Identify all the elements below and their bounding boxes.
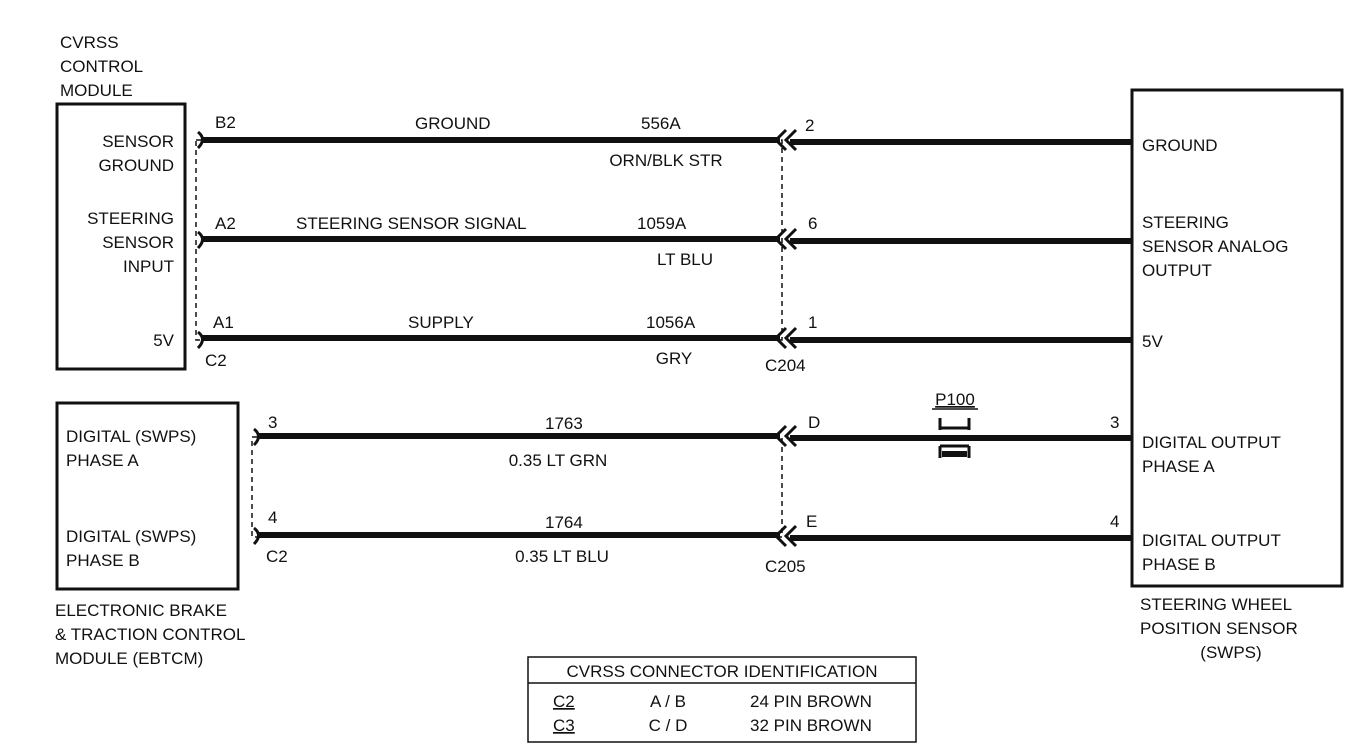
wire-circuit: 1764 — [545, 513, 583, 532]
wire-phase-b: 4 1764 0.35 LT BLU E 4 — [252, 508, 1132, 566]
swps-title-line-2: POSITION SENSOR — [1140, 619, 1298, 638]
cvrss-5v-label: 5V — [153, 331, 174, 350]
swps-5v-label: 5V — [1142, 332, 1163, 351]
wire-swps-pin: 4 — [1110, 512, 1119, 531]
swps-phase-a-label-2: PHASE A — [1142, 457, 1215, 476]
wire-ground: B2 GROUND 556A ORN/BLK STR 2 — [196, 113, 1132, 170]
cvrss-title-line-3: MODULE — [60, 81, 133, 100]
connector-identification-table: CVRSS CONNECTOR IDENTIFICATION C2 A / B … — [527, 656, 917, 743]
table-row-1-side: A / B — [650, 692, 686, 711]
wire-steering-sensor-signal: A2 STEERING SENSOR SIGNAL 1059A LT BLU 6 — [196, 214, 1132, 269]
wire-right-pin: 2 — [805, 116, 814, 135]
sensor-ground-label-1: SENSOR — [102, 132, 174, 151]
swps-analog-output-label-2: SENSOR ANALOG — [1142, 237, 1288, 256]
swps-module-box — [1130, 88, 1344, 588]
wire-left-pin: B2 — [215, 113, 236, 132]
wire-name: SUPPLY — [408, 313, 474, 332]
wire-circuit: 1056A — [646, 313, 696, 332]
wire-right-pin: D — [808, 413, 820, 432]
p100-label: P100 — [935, 390, 975, 409]
ebtcm-phase-a-label-1: DIGITAL (SWPS) — [66, 427, 196, 446]
table-row-1-conn: C2 — [553, 692, 575, 711]
wire-left-pin: 4 — [268, 508, 277, 527]
connector-terminal-left-icon — [252, 526, 260, 546]
table-row-2-side: C / D — [649, 716, 688, 735]
swps-phase-b-label-1: DIGITAL OUTPUT — [1142, 531, 1281, 550]
connector-terminal-left-icon — [196, 230, 204, 250]
wire-right-pin: E — [806, 512, 817, 531]
wire-swps-pin: 3 — [1110, 413, 1119, 432]
connector-chevron-icon — [773, 326, 798, 350]
swps-phase-a-label-1: DIGITAL OUTPUT — [1142, 433, 1281, 452]
swps-title-line-3: (SWPS) — [1200, 643, 1261, 662]
ebtcm-module-box — [55, 401, 240, 591]
steering-sensor-input-label-1: STEERING — [87, 209, 174, 228]
ebtcm-title-line-3: MODULE (EBTCM) — [55, 649, 203, 668]
table-row-2-conn: C3 — [553, 716, 575, 735]
wire-color: LT BLU — [657, 250, 713, 269]
shield-bracket-lower-icon — [938, 444, 971, 458]
ebtcm-title-line-1: ELECTRONIC BRAKE — [55, 601, 227, 620]
wire-color: 0.35 LT BLU — [515, 547, 609, 566]
connector-chevron-icon — [773, 524, 798, 548]
wire-left-pin: A1 — [213, 313, 234, 332]
ebtcm-phase-b-label-2: PHASE B — [66, 551, 140, 570]
table-border — [527, 656, 917, 743]
swps-module: GROUND STEERING SENSOR ANALOG OUTPUT 5V … — [1130, 88, 1344, 662]
ebtcm-module: DIGITAL (SWPS) PHASE A DIGITAL (SWPS) PH… — [55, 401, 245, 668]
wire-color: GRY — [656, 349, 693, 368]
swps-analog-output-label-1: STEERING — [1142, 213, 1229, 232]
swps-title-line-1: STEERING WHEEL — [1140, 595, 1292, 614]
p100-splice-pack: P100 — [932, 390, 978, 458]
ebtcm-phase-b-label-1: DIGITAL (SWPS) — [66, 527, 196, 546]
wire-supply: A1 SUPPLY 1056A GRY 1 — [196, 313, 1132, 368]
wire-phase-a: 3 1763 0.35 LT GRN D 3 — [252, 413, 1132, 470]
wire-name: STEERING SENSOR SIGNAL — [296, 214, 527, 233]
wire-left-pin: A2 — [215, 214, 236, 233]
wire-color: ORN/BLK STR — [609, 151, 722, 170]
wire-color: 0.35 LT GRN — [509, 451, 608, 470]
wire-circuit: 1763 — [545, 414, 583, 433]
shield-block-icon — [942, 451, 967, 457]
inline-connector-c205-label: C205 — [765, 557, 806, 576]
steering-sensor-input-label-2: SENSOR — [102, 233, 174, 252]
cvrss-control-module: CVRSS CONTROL MODULE SENSOR GROUND STEER… — [55, 33, 187, 371]
table-row-2-desc: 32 PIN BROWN — [750, 716, 872, 735]
wire-name: GROUND — [415, 114, 491, 133]
swps-phase-b-label-2: PHASE B — [1142, 555, 1216, 574]
wire-right-pin: 6 — [808, 214, 817, 233]
wire-left-pin: 3 — [268, 413, 277, 432]
swps-analog-output-label-3: OUTPUT — [1142, 261, 1212, 280]
inline-connector-c204-label: C204 — [765, 356, 806, 375]
ebtcm-title-line-2: & TRACTION CONTROL — [55, 625, 245, 644]
wire-right-pin: 1 — [808, 313, 817, 332]
wire-circuit: 1059A — [637, 214, 687, 233]
cvrss-title-line-1: CVRSS — [60, 33, 119, 52]
swps-ground-label: GROUND — [1142, 136, 1218, 155]
table-row-1-desc: 24 PIN BROWN — [750, 692, 872, 711]
connector-chevron-icon — [773, 227, 798, 251]
wire-circuit: 556A — [641, 114, 681, 133]
connector-chevron-icon — [773, 424, 798, 448]
ebtcm-phase-a-label-2: PHASE A — [66, 451, 139, 470]
shield-bracket-upper-icon — [938, 418, 971, 430]
table-title: CVRSS CONNECTOR IDENTIFICATION — [566, 662, 877, 681]
connector-chevron-icon — [773, 128, 798, 152]
sensor-ground-label-2: GROUND — [98, 156, 174, 175]
steering-sensor-input-label-3: INPUT — [123, 257, 174, 276]
cvrss-title-line-2: CONTROL — [60, 57, 143, 76]
cvrss-connector-label: C2 — [205, 351, 227, 370]
ebtcm-connector-label: C2 — [266, 547, 288, 566]
cvrss-module-box — [55, 102, 187, 371]
